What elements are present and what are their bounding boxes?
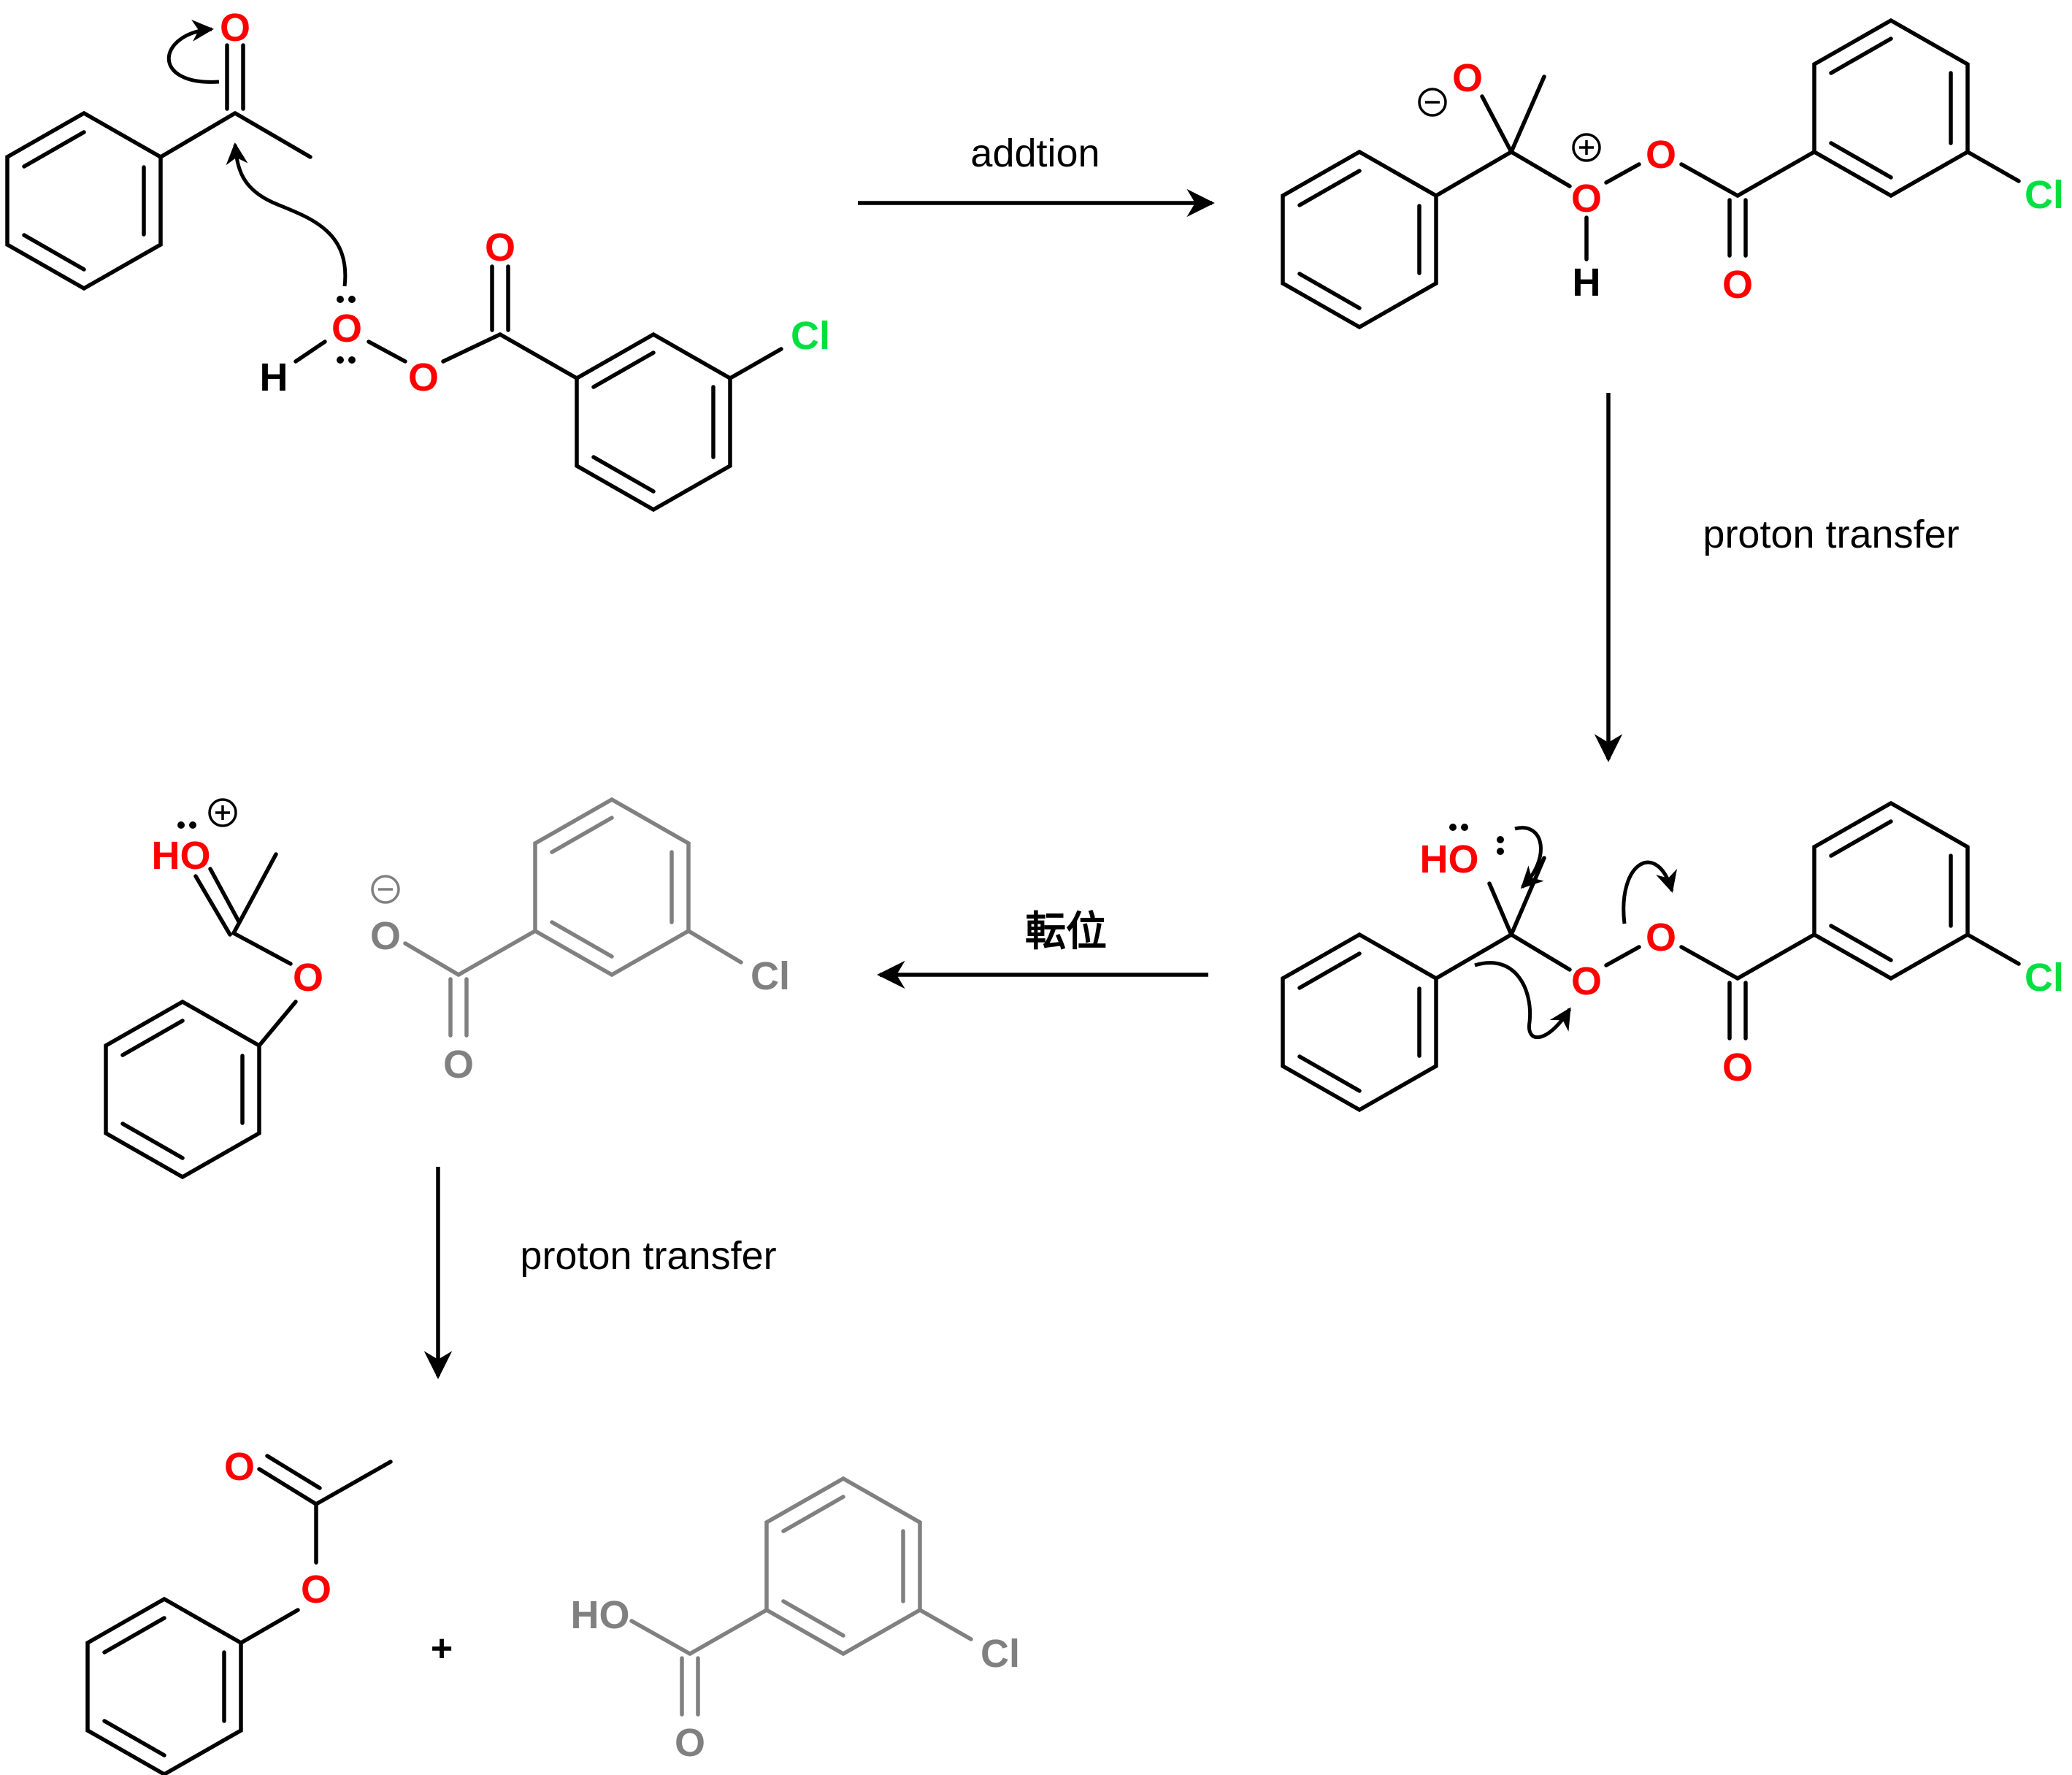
chlorobenzoate-anion: O O Cl [370,797,790,1086]
chlorine-label: Cl [981,1632,1020,1676]
acid-carbonyl-oxygen-label: O [485,226,515,269]
chlorine-label: Cl [791,314,830,358]
step-label-proton-transfer-2: proton transfer [520,1234,776,1278]
ester-oxygen-label: O [408,356,439,399]
step-label-rearrangement: 転位 [1025,908,1107,954]
chlorobenzoic-acid-product: HO O Cl [571,1476,1020,1765]
benzoyl-carbonyl-oxygen-label: O [1722,1046,1753,1089]
carboxylate-oxygen-label-2: O [443,1043,474,1086]
curly-arrow-lone-pair [1514,826,1544,889]
criegee-intermediate: HO O O O Cl [1281,800,2064,1113]
curly-arrow-attack [226,142,348,287]
phenyl-acetate-product: O O [85,1445,393,1775]
chlorine-label: Cl [751,954,790,998]
oxonium-oxygen-label: O [1571,177,1602,221]
plus-sign: + [431,1628,453,1670]
acyloxy-oxygen-label: O [1646,916,1676,959]
mcpba-reactant: H O O O Cl [260,226,830,513]
carbonyl-oxygen-label: O [220,6,250,50]
step-label-proton-transfer-1: proton transfer [1703,513,1959,556]
ester-oxygen-label: O [293,956,323,1000]
protonated-ester: HO O [104,798,323,1180]
chlorine-label: Cl [2025,173,2064,217]
ester-oxygen-label: O [301,1568,331,1611]
tetrahedral-intermediate: O O H O O Cl [1281,18,2064,330]
peroxy-ester-oxygen-label: O [1646,133,1676,177]
acetophenone: O [5,6,312,291]
oxonium-hydrogen-label: H [1573,261,1601,304]
hydroxyl-label: HO [1420,837,1479,881]
alkoxide-oxygen-label: O [1452,56,1483,100]
hydroxyl-hydrogen-label: H [260,356,288,399]
curly-arrow-carbonyl [166,19,220,84]
carboxylate-oxygen-label: O [370,914,401,958]
peroxy-oxygen-label: O [1571,959,1602,1003]
step-label-addition: addtion [970,131,1100,175]
peroxide-oxygen-label: O [331,307,362,350]
benzoyl-carbonyl-oxygen-label: O [1722,263,1753,307]
carboxyl-carbonyl-oxygen-label: O [675,1721,705,1765]
curly-arrow-migration [1474,961,1572,1040]
curly-arrow-oo-cleavage [1622,860,1677,924]
protonated-carbonyl-label: HO [152,834,211,878]
carbonyl-oxygen-label: O [224,1445,255,1489]
carboxyl-hydroxyl-label: HO [571,1593,630,1637]
chlorine-label: Cl [2025,956,2064,1000]
